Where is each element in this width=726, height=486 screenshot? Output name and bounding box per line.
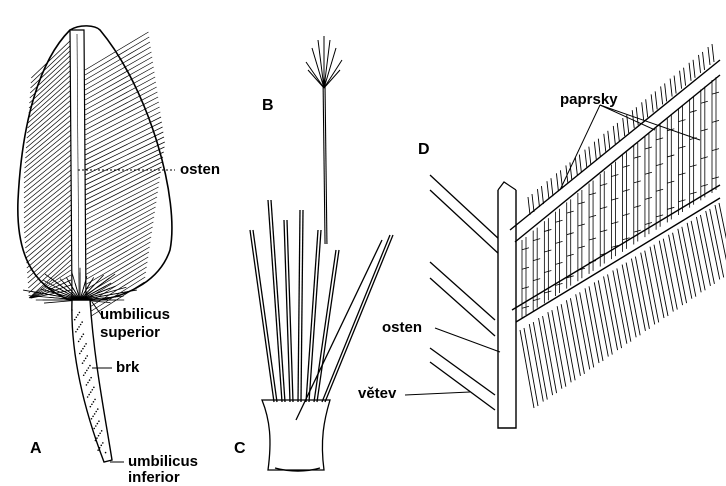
feather-b-drawing xyxy=(306,36,342,244)
label-umbilicus-superior: umbilicus superior xyxy=(100,307,170,341)
label-umbilicus-inferior: umbilicus inferior xyxy=(128,454,198,486)
panel-label-b: B xyxy=(262,98,274,114)
shaft-branches-left xyxy=(430,175,500,410)
label-osten-a: osten xyxy=(180,162,220,178)
filoplume-tip-tuft xyxy=(306,36,342,88)
label-vetev: větev xyxy=(358,386,396,402)
feather-a-drawing xyxy=(18,26,172,462)
feather-vane-outline xyxy=(18,26,172,300)
barbules-upper xyxy=(528,44,714,215)
label-osten-d: osten xyxy=(382,320,422,336)
label-umbilicus-inferior-line2: inferior xyxy=(128,470,198,486)
label-paprsky: paprsky xyxy=(560,92,618,108)
label-umbilicus-superior-line1: umbilicus xyxy=(100,307,170,323)
label-umbilicus-superior-line2: superior xyxy=(100,325,170,341)
feather-c-drawing xyxy=(250,200,393,471)
barbules-lower xyxy=(520,203,726,408)
panel-label-c: C xyxy=(234,441,246,457)
label-brk: brk xyxy=(116,360,139,376)
panel-label-d: D xyxy=(418,142,430,158)
label-umbilicus-inferior-line1: umbilicus xyxy=(128,454,198,470)
barbule-grid xyxy=(522,77,719,318)
panel-label-a: A xyxy=(30,441,42,457)
